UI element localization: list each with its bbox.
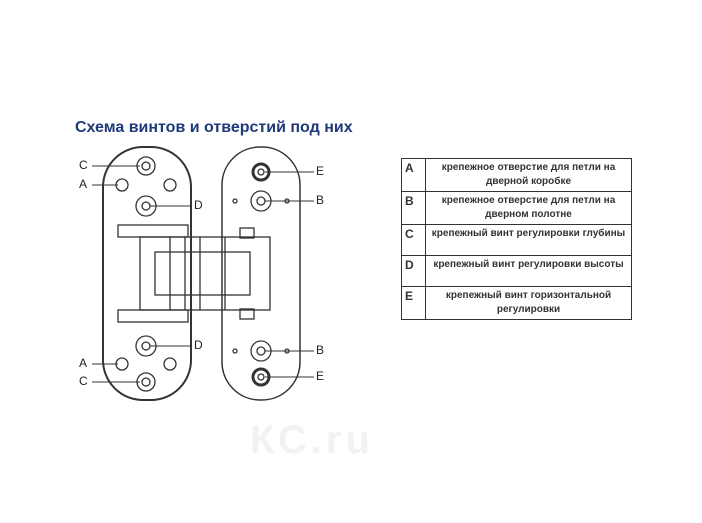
- label-b: B: [316, 343, 325, 357]
- legend-text: крепежное отверстие для петли на дверном…: [425, 191, 632, 225]
- legend-text: крепежное отверстие для петли на дверной…: [425, 158, 632, 192]
- label-e: E: [316, 164, 325, 178]
- legend-key: C: [401, 224, 426, 256]
- label-d: D: [194, 198, 203, 212]
- label-a: A: [79, 356, 88, 370]
- left-plate: [102, 146, 192, 401]
- legend-text: крепежный винт горизонтальной регулировк…: [425, 286, 632, 320]
- watermark: КС.ru: [250, 418, 374, 462]
- page-title: Схема винтов и отверстий под них: [75, 119, 353, 136]
- label-d: D: [194, 338, 203, 352]
- legend-text: крепежный винт регулировки высоты: [425, 255, 632, 287]
- hinge-mechanism: [117, 224, 271, 323]
- screw-holes: [115, 156, 290, 392]
- label-e: E: [316, 369, 325, 383]
- label-c: C: [79, 374, 88, 388]
- right-plate: [221, 146, 301, 401]
- label-c: C: [79, 158, 88, 172]
- leader-lines: [92, 165, 314, 383]
- legend-key: D: [401, 255, 426, 287]
- legend-text: крепежный винт регулировки глубины: [425, 224, 632, 256]
- legend-key: E: [401, 286, 426, 320]
- legend-key: B: [401, 191, 426, 225]
- label-a: A: [79, 177, 88, 191]
- label-b: B: [316, 193, 325, 207]
- legend-key: A: [401, 158, 426, 192]
